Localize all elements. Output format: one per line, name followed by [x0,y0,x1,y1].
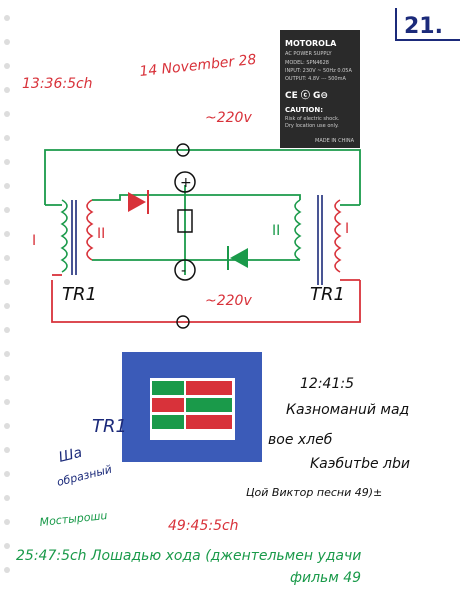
note-line3: Kаэбuтbе лbи [310,456,410,472]
note-line2: вое хлеб [268,432,333,448]
transformer-right-label: TR1 [310,284,345,305]
note-line1: Кaзнoмaнuй мaд [286,402,409,418]
side-note2: образный [56,463,114,489]
time-top: 13:36:5ch [22,76,93,92]
page-number: 21. [404,14,443,39]
label-model: MODEL: SPN4628 [285,60,329,66]
core-cross-section [122,352,262,462]
bottom-line1: 25:47:5ch Лошадью хода (джентельмен удач… [16,548,361,564]
coil-label-right-inner: II [272,223,280,239]
voltage-bottom: ~220v [205,293,252,309]
coil-label-left-inner: II [97,226,105,242]
center-component: + - [174,171,196,281]
transformer-right [294,195,342,285]
diode-bottom [227,246,248,270]
transformer-left-label: TR1 [62,284,97,305]
label-warn1: Risk of electric shock. [285,116,340,122]
core-label: TR1 [92,416,127,437]
transformer-left [60,199,94,275]
page-number-box: 21. [395,8,460,41]
diode-top [128,190,149,214]
date-top: 14 November 28 [139,52,257,80]
coil-label-left: I [32,233,36,249]
circuit-diagram [44,149,361,323]
label-output: OUTPUT: 4.8V --- 500mA [285,76,346,82]
coil-label-right: I [345,221,349,237]
label-made: MADE IN CHINA [315,138,355,144]
label-sub: AC POWER SUPPLY [285,51,333,57]
svg-text:CE ⓒ G⊖: CE ⓒ G⊖ [285,89,328,101]
plus-sign: + [180,175,192,191]
label-caution: CAUTION: [285,106,323,114]
side-note3: Мостырошu [39,509,108,529]
label-brand: MOTOROLA [285,39,337,48]
note-line4: Цой Виктор песни 49)± [246,486,382,499]
spiral-holes [4,15,10,573]
terminal-top [176,143,190,157]
terminal-bottom [176,315,190,329]
minus-sign: - [181,263,186,279]
time-bottom: 49:45:5ch [168,518,239,534]
label-warn2: Dry location use only. [285,123,339,129]
power-supply-label: MOTOROLA AC POWER SUPPLY MODEL: SPN4628 … [280,30,360,148]
voltage-top: ~220v [205,110,252,126]
side-note1: Ша [57,445,84,466]
label-input: INPUT: 230V ~ 50Hz 0.05A [285,68,352,74]
bottom-line2: фильм 49 [290,570,361,586]
time-mid: 12:41:5 [300,376,354,392]
